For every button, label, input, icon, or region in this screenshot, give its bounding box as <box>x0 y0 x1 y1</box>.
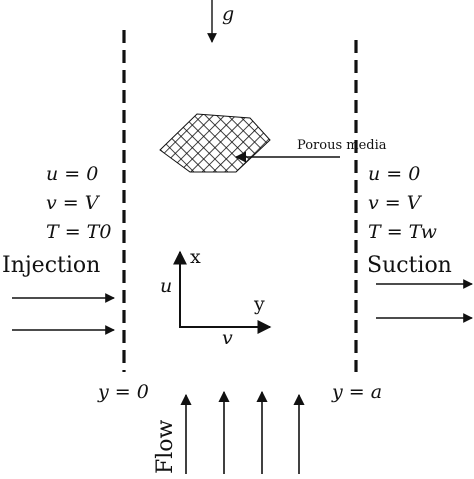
right-wall-position: y = a <box>331 381 382 403</box>
porous-media-label: Porous media <box>297 138 387 153</box>
left-condition-T: T = T0 <box>46 221 111 243</box>
injection-label: Injection <box>2 253 100 278</box>
v-velocity-label: v <box>222 327 233 349</box>
right-condition-T: T = Tw <box>368 221 437 243</box>
left-condition-v: v = V <box>46 192 101 214</box>
right-condition-u: u = 0 <box>368 163 420 185</box>
gravity-label: g <box>222 3 234 25</box>
right-condition-v: v = V <box>368 192 423 214</box>
y-axis-label: y <box>253 293 265 315</box>
flow-label: Flow <box>153 419 178 474</box>
x-axis-label: x <box>190 246 201 268</box>
left-condition-u: u = 0 <box>46 163 98 185</box>
porous-media-patch <box>159 113 271 173</box>
left-wall-position: y = 0 <box>97 381 149 403</box>
suction-label: Suction <box>367 253 452 278</box>
u-velocity-label: u <box>160 275 172 297</box>
